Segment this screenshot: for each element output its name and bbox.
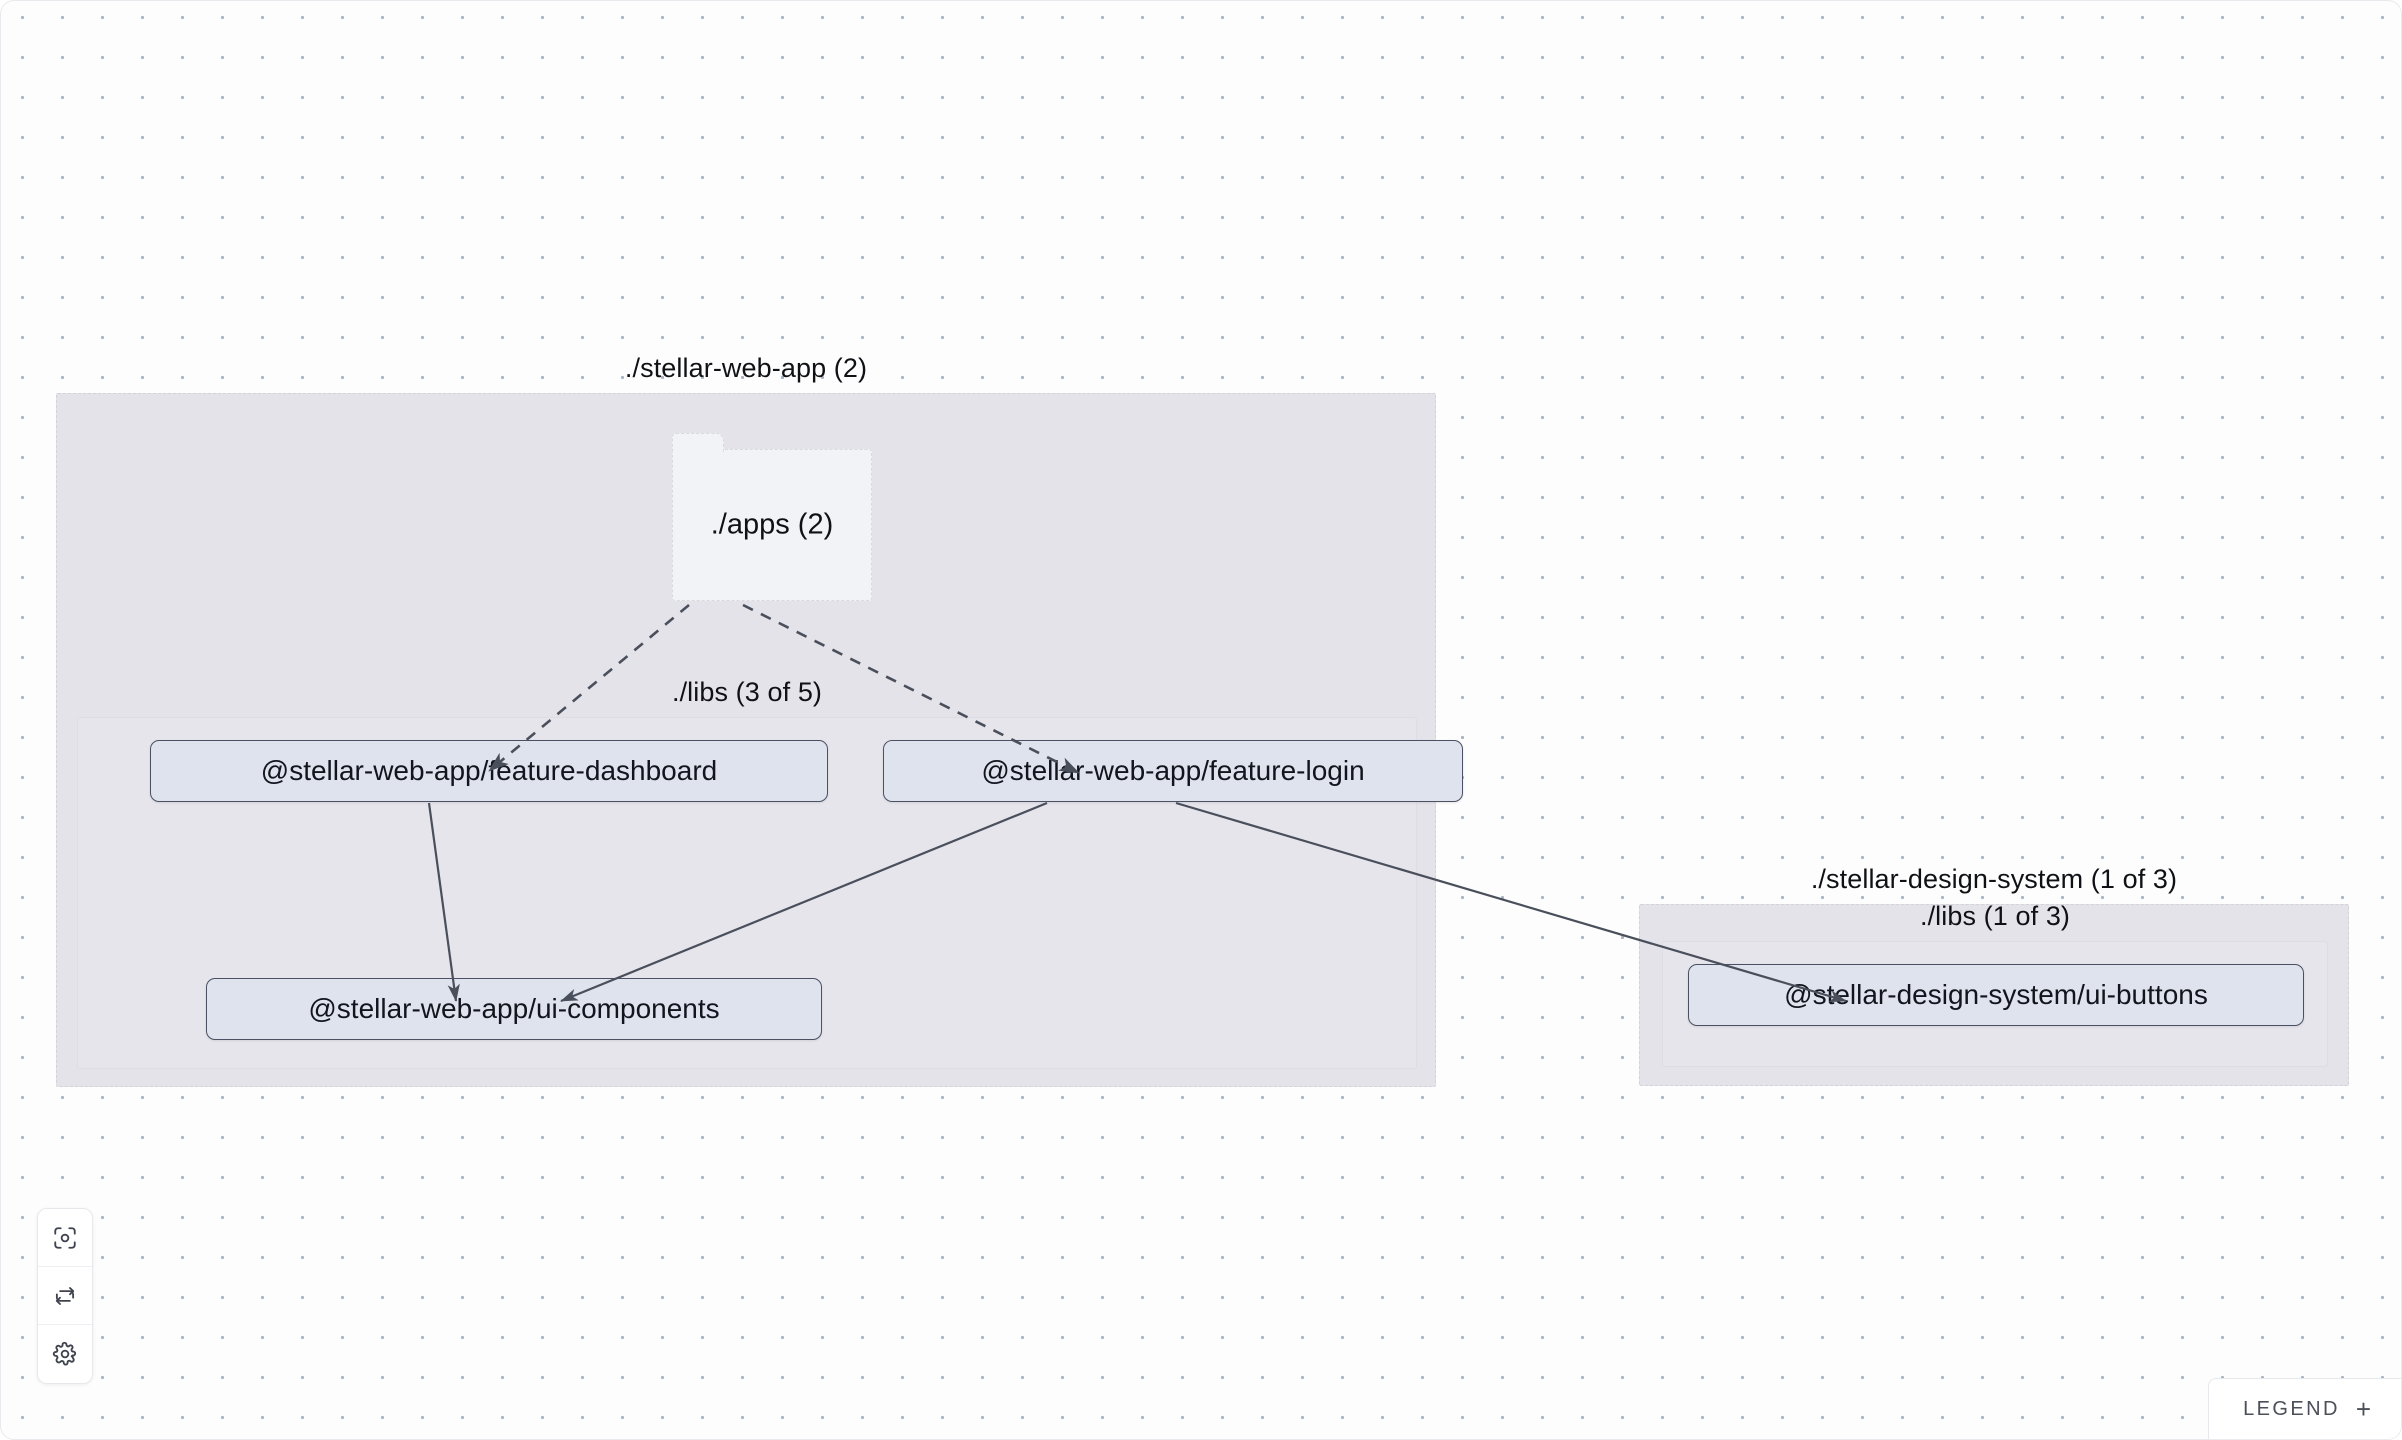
group-stellar-web-app[interactable]: ./apps (2) ./libs (3 of 5) @stellar-web-… — [56, 393, 1463, 1087]
focus-graph-button[interactable] — [38, 1209, 92, 1267]
legend-expand-icon: + — [2355, 1394, 2371, 1424]
folder-tab-icon — [671, 433, 724, 455]
folder-node-apps[interactable]: ./apps (2) — [671, 433, 872, 601]
legend-toggle[interactable]: LEGEND + — [2208, 1378, 2401, 1439]
refresh-graph-icon — [52, 1283, 78, 1309]
project-node-label: @stellar-web-app/feature-dashboard — [260, 755, 718, 786]
project-node-label: @stellar-web-app/ui-components — [308, 993, 720, 1024]
legend-label: LEGEND — [2243, 1397, 2340, 1420]
project-node-ui-buttons[interactable]: @stellar-design-system/ui-buttons — [1688, 964, 2304, 1026]
project-node-ui-components[interactable]: @stellar-web-app/ui-components — [206, 978, 822, 1040]
project-node-label: @stellar-web-app/feature-login — [981, 755, 1365, 786]
settings-button[interactable] — [38, 1325, 92, 1383]
subgroup-label-design-system-libs: ./libs (1 of 3) — [1919, 901, 2071, 931]
project-node-feature-dashboard[interactable]: @stellar-web-app/feature-dashboard — [150, 740, 828, 802]
group-label-stellar-web-app: ./stellar-web-app (2) — [624, 353, 868, 383]
folder-label-apps: ./apps (2) — [710, 508, 834, 541]
group-stellar-design-system[interactable]: ./libs (1 of 3) @stellar-design-system/u… — [1639, 901, 2349, 1086]
subgroup-label-web-app-libs: ./libs (3 of 5) — [671, 677, 823, 707]
settings-gear-icon — [52, 1341, 78, 1367]
focus-graph-icon — [52, 1225, 78, 1251]
graph-controls-panel[interactable] — [37, 1208, 93, 1384]
project-node-feature-login[interactable]: @stellar-web-app/feature-login — [883, 740, 1463, 802]
refresh-graph-button[interactable] — [38, 1267, 92, 1325]
group-label-stellar-design-system: ./stellar-design-system (1 of 3) — [1810, 864, 2178, 894]
project-node-label: @stellar-design-system/ui-buttons — [1784, 979, 2208, 1010]
subgroup-design-system-libs[interactable]: @stellar-design-system/ui-buttons — [1662, 941, 2328, 1067]
subgroup-web-app-libs[interactable]: @stellar-web-app/feature-dashboard @stel… — [77, 717, 1463, 1069]
